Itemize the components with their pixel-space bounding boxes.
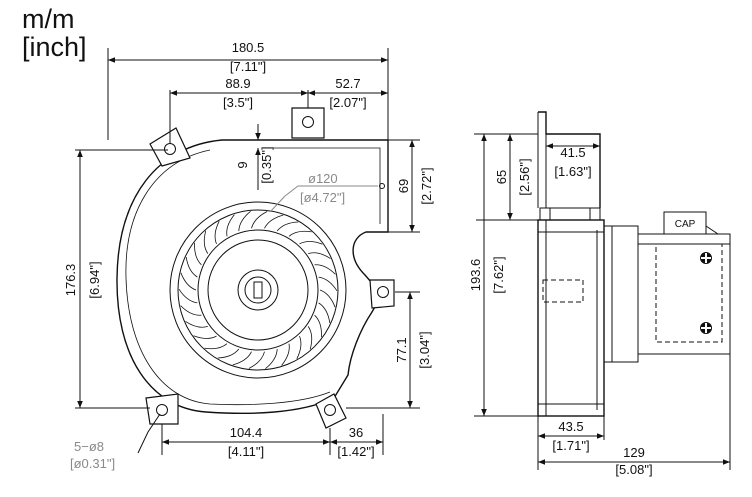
impeller-blade xyxy=(314,314,322,338)
dim-body-depth-mm: 43.5 xyxy=(558,419,583,434)
dim-bottom-right-mm: 36 xyxy=(349,425,363,440)
dim-side-hole-height-mm: 77.1 xyxy=(394,337,409,362)
impeller-blade xyxy=(248,351,265,369)
side-hidden-outlet xyxy=(542,279,584,303)
terminal-plus-top xyxy=(700,252,712,264)
capacitor-outline xyxy=(655,243,723,343)
dim-hole-left-inch: [3.5"] xyxy=(223,95,253,110)
cap-box xyxy=(663,211,707,235)
dim-overall-depth-mm: 129 xyxy=(623,445,645,460)
housing-inner-line xyxy=(125,147,381,406)
impeller-blade xyxy=(178,288,198,304)
impeller-blade xyxy=(288,230,312,237)
impeller-blade xyxy=(180,272,197,291)
impeller-blade xyxy=(276,221,299,232)
dim-overall-width-mm: 180.5 xyxy=(232,40,265,55)
unit-label-mm: m/m xyxy=(22,4,75,34)
impeller-blade xyxy=(318,276,338,292)
dim-impeller-dia-mm: ø120 xyxy=(308,171,338,186)
impeller-blade xyxy=(180,305,202,316)
dim-side-hole-height-inch: [3.04"] xyxy=(417,331,432,368)
impeller-blade xyxy=(314,264,336,275)
impeller-blade xyxy=(214,221,220,245)
dim-bracket-depth-inch: [1.63"] xyxy=(554,164,591,179)
impeller-blade xyxy=(203,230,209,254)
unit-label-inch: [inch] xyxy=(22,32,87,62)
impeller-blade xyxy=(307,326,313,350)
dim-holes-mm: 5−ø8 xyxy=(74,439,104,454)
dim-top-offset-mm: 9 xyxy=(235,161,250,168)
impeller-blade xyxy=(281,343,290,366)
mounting-tab-top xyxy=(291,107,325,139)
side-view: CAP 41.5 [1.63"] 65 [2.56"] 193.6 [7.62"… xyxy=(468,111,731,477)
impeller-blade xyxy=(238,210,251,232)
dim-top-offset-inch: [0.35"] xyxy=(259,146,274,183)
dim-side-height-inch: [7.62"] xyxy=(491,256,506,293)
impeller-blade xyxy=(296,335,302,359)
impeller-blade xyxy=(265,348,278,370)
dim-overall-height-inch: [6.94"] xyxy=(87,261,102,298)
dim-impeller-dia-inch: [ø4.72"] xyxy=(300,190,345,205)
impeller xyxy=(169,201,347,379)
dim-bracket-depth-mm: 41.5 xyxy=(560,145,585,160)
mounting-tab-bottom-right xyxy=(315,393,347,429)
impeller-blade xyxy=(193,335,217,339)
dim-outlet-height-mm: 69 xyxy=(396,179,411,193)
dim-bottom-span-inch: [4.11"] xyxy=(228,444,264,459)
impeller-blade xyxy=(185,257,198,278)
impeller-blade xyxy=(319,289,336,308)
mounting-tab-top-left xyxy=(149,127,191,167)
impeller-blade xyxy=(232,351,252,366)
dim-holes-inch: [ø0.31"] xyxy=(70,456,115,471)
impeller-blade xyxy=(204,343,228,350)
impeller-blade xyxy=(217,348,240,359)
dim-overall-height-mm: 176.3 xyxy=(63,264,78,297)
terminal-plus-bottom xyxy=(700,322,712,334)
dim-bottom-right-inch: [1.42"] xyxy=(337,444,374,459)
impeller-blade xyxy=(194,242,202,266)
dim-overall-depth-inch: [5.08"] xyxy=(615,462,652,477)
impeller-blade xyxy=(318,302,331,323)
impeller-blade xyxy=(185,321,208,328)
impeller-blade xyxy=(264,214,284,229)
dim-side-height-mm: 193.6 xyxy=(468,259,483,292)
dim-bracket-height-mm: 65 xyxy=(494,170,509,184)
side-clip xyxy=(539,207,601,221)
impeller-blade xyxy=(308,252,331,259)
dim-bracket-height-inch: [2.56"] xyxy=(517,158,532,195)
cap-label: CAP xyxy=(675,219,696,230)
motor-flange xyxy=(603,225,639,363)
dim-hole-right-inch: [2.07"] xyxy=(329,95,366,110)
front-view: 180.5 [7.11"] 88.9 [3.5"] 52.7 [2.07"] 9… xyxy=(63,40,434,471)
side-bracket xyxy=(538,111,601,208)
dim-hole-right-mm: 52.7 xyxy=(335,76,360,91)
motor-body xyxy=(637,233,731,355)
dim-body-depth-inch: [1.71"] xyxy=(552,438,589,453)
screw-point xyxy=(379,183,385,189)
impeller-blade xyxy=(299,241,323,245)
dim-hole-left-mm: 88.9 xyxy=(225,76,250,91)
housing-outline xyxy=(116,139,389,415)
impeller-blade xyxy=(251,211,268,229)
dim-overall-width-inch: [7.11"] xyxy=(230,59,266,74)
dim-outlet-height-inch: [2.72"] xyxy=(419,167,434,204)
impeller-blade xyxy=(226,214,235,237)
side-body xyxy=(537,219,605,417)
mounting-tab-right xyxy=(369,279,395,309)
dim-bottom-span-mm: 104.4 xyxy=(230,425,263,440)
mounting-tab-bottom-left xyxy=(145,393,179,425)
